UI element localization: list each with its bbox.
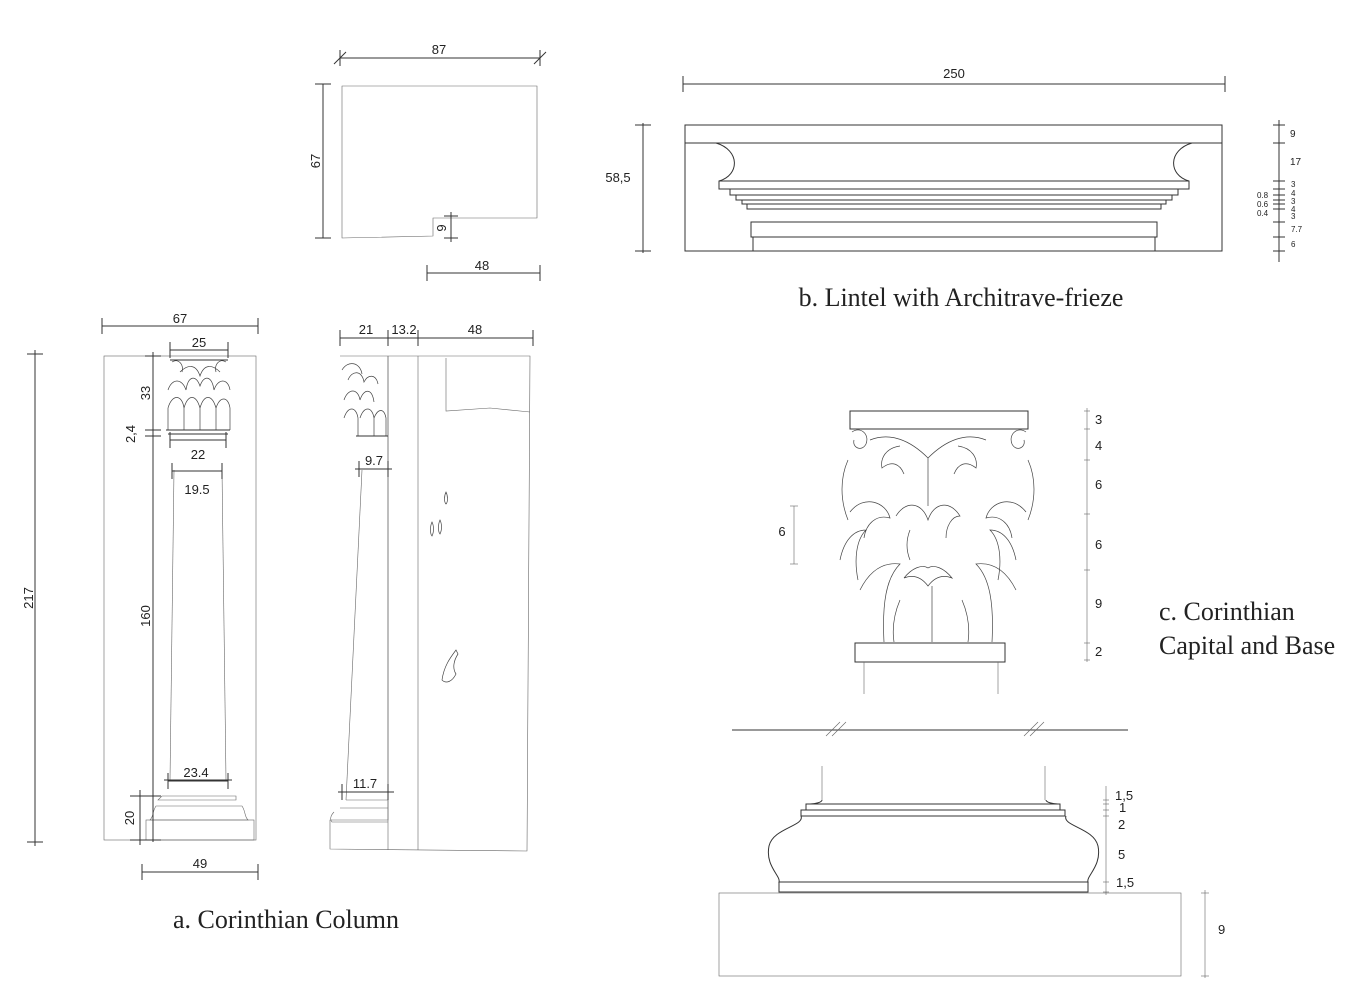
column-base-width-label: 49 [193, 856, 207, 871]
base-dim-1: 1,5 [1115, 788, 1133, 803]
block-width-label: 87 [432, 42, 446, 57]
capital-dim-6: 2 [1095, 644, 1102, 659]
block-drawing: 87 67 9 48 [308, 42, 547, 281]
column-astragal-label: 2,4 [123, 425, 138, 443]
lintel-drawing: 250 58,5 9 17 3 4 3 4 3 7.7 6 0.8 0.6 0.… [605, 66, 1302, 312]
lintel-dim-9: 6 [1291, 240, 1296, 249]
plinth-dim: 9 [1218, 922, 1225, 937]
column-front-drawing: 67 25 33 2,4 160 20 22 19.5 23.4 49 217 … [21, 311, 399, 934]
lintel-dim-2: 17 [1290, 157, 1302, 168]
capital-dim-1: 3 [1095, 412, 1102, 427]
column-caption: a. Corinthian Column [173, 905, 399, 934]
lintel-dim-6: 4 [1291, 205, 1296, 214]
lintel-dim-3: 3 [1291, 180, 1296, 189]
side-bottom-label: 11.7 [353, 776, 377, 791]
lintel-caption: b. Lintel with Architrave-frieze [799, 283, 1124, 312]
capital-caption-line-2: Capital and Base [1159, 631, 1335, 660]
lintel-height-label: 58,5 [605, 170, 630, 185]
side-width-2-label: 13.2 [391, 322, 416, 337]
column-bottom-shaft-label: 23.4 [183, 765, 208, 780]
lintel-dim-1: 9 [1290, 129, 1296, 140]
capital-detail-drawing: 3 4 6 6 9 2 6 1,5 1 2 5 1,5 9 c. Corinth… [718, 408, 1335, 978]
capital-dim-4: 6 [1095, 537, 1102, 552]
lintel-dim-5: 3 [1291, 197, 1296, 206]
block-height-label: 67 [308, 154, 323, 168]
side-top-label: 9.7 [365, 453, 383, 468]
base-dim-3: 2 [1118, 817, 1125, 832]
capital-dim-3: 6 [1095, 477, 1102, 492]
capital-dim-5: 9 [1095, 596, 1102, 611]
column-capital-width-label: 25 [192, 335, 206, 350]
column-shaft-height-label: 160 [138, 605, 153, 627]
column-neck-width-label: 22 [191, 447, 205, 462]
column-base-height-label: 20 [122, 811, 137, 825]
base-dim-2: 1 [1119, 800, 1126, 815]
lintel-small-dim-1: 0.8 [1257, 191, 1269, 200]
block-notch-label: 9 [434, 224, 449, 231]
column-top-shaft-label: 19.5 [184, 482, 209, 497]
column-total-height-label: 217 [21, 587, 36, 609]
capital-caption-line-1: c. Corinthian [1159, 597, 1295, 626]
lintel-dim-8: 7.7 [1291, 225, 1303, 234]
capital-left-dim: 6 [778, 524, 785, 539]
lintel-dim-4: 4 [1291, 189, 1296, 198]
column-side-drawing: 21 13.2 48 9.7 11.7 [329, 322, 534, 852]
base-dim-4: 5 [1118, 847, 1125, 862]
lintel-small-dim-2: 0.6 [1257, 200, 1269, 209]
block-bottom-label: 48 [475, 258, 489, 273]
base-dim-5: 1,5 [1116, 875, 1134, 890]
lintel-width-label: 250 [943, 66, 965, 81]
column-total-width-label: 67 [173, 311, 187, 326]
capital-dim-2: 4 [1095, 438, 1102, 453]
lintel-small-dim-3: 0.4 [1257, 209, 1269, 218]
side-width-3-label: 48 [468, 322, 482, 337]
side-width-1-label: 21 [359, 322, 373, 337]
lintel-dim-7: 3 [1291, 212, 1296, 221]
column-capital-height-label: 33 [138, 386, 153, 400]
